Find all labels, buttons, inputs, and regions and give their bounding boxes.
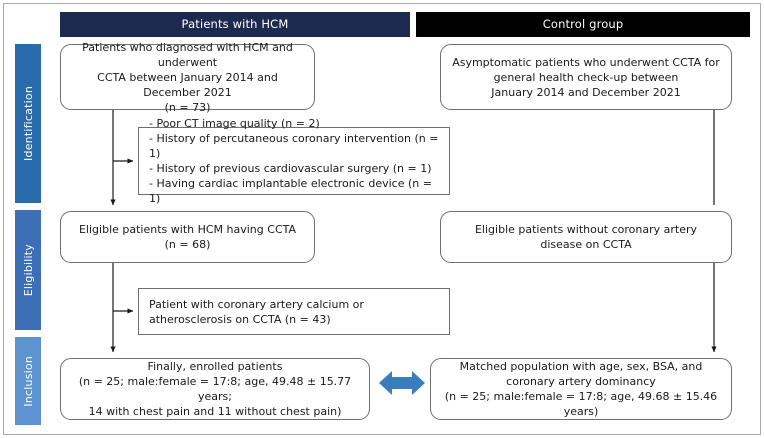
box-exclusion-criteria-2-line2: atherosclerosis on CCTA (n = 43) (149, 312, 331, 326)
box-control-final-line3: (n = 25; male:female = 17:8; age, 49.68 … (444, 390, 718, 418)
box-hcm-eligible: Eligible patients with HCM having CCTA (… (60, 211, 315, 263)
exclusion-item: - Having cardiac implantable electronic … (149, 177, 432, 205)
stage-label-identification-text: Identification (21, 86, 35, 161)
box-control-final-matched: Matched population with age, sex, BSA, a… (430, 358, 732, 420)
box-hcm-eligible-line1: Eligible patients with HCM having CCTA (78, 223, 297, 236)
exclusion-item: - History of percutaneous coronary inter… (149, 132, 439, 160)
exclusion-item: - History of previous cardiovascular sur… (149, 162, 432, 175)
box-hcm-identification-line1: Patients who diagnosed with HCM and unde… (82, 40, 293, 69)
box-hcm-identification-line3: (n = 73) (164, 100, 211, 114)
box-hcm-final-line2: (n = 25; male:female = 17:8; age, 49.48 … (78, 375, 352, 403)
box-control-identification-line3: January 2014 and December 2021 (491, 85, 681, 99)
stage-label-identification: Identification (15, 44, 41, 203)
stage-label-inclusion-text: Inclusion (21, 355, 35, 407)
box-hcm-identification: Patients who diagnosed with HCM and unde… (60, 41, 315, 114)
box-hcm-final-line3: 14 with chest pain and 11 without chest … (88, 405, 342, 418)
box-hcm-eligible-line2: (n = 68) (164, 238, 211, 251)
box-hcm-final-line1: Finally, enrolled patients (147, 360, 283, 373)
box-control-identification: Asymptomatic patients who underwent CCTA… (440, 44, 732, 110)
box-control-eligible-line2: disease on CCTA (540, 238, 632, 251)
exclusion-item: - Poor CT image quality (n = 2) (149, 117, 320, 130)
box-control-eligible: Eligible patients without coronary arter… (440, 211, 732, 263)
box-exclusion-criteria-2-line1: Patient with coronary artery calcium or (149, 297, 364, 311)
header-bar-patients-with-hcm: Patients with HCM (60, 12, 410, 37)
stage-label-eligibility-text: Eligibility (21, 243, 35, 297)
box-control-eligible-line1: Eligible patients without coronary arter… (474, 223, 698, 236)
header-bar-control-group: Control group (416, 12, 750, 37)
box-exclusion-criteria-2: Patient with coronary artery calcium or … (138, 288, 450, 335)
box-exclusion-criteria-1: - Poor CT image quality (n = 2) - Histor… (138, 117, 450, 205)
box-control-identification-line2: general health check-up between (493, 70, 679, 84)
box-control-identification-line1: Asymptomatic patients who underwent CCTA… (452, 55, 720, 69)
stage-label-eligibility: Eligibility (15, 210, 41, 330)
box-hcm-final-enrolled: Finally, enrolled patients (n = 25; male… (60, 358, 370, 420)
box-control-final-line2: coronary artery dominancy (506, 375, 656, 388)
box-hcm-identification-line2: CCTA between January 2014 and December 2… (97, 70, 278, 99)
box-control-final-line1: Matched population with age, sex, BSA, a… (459, 360, 703, 373)
comparison-double-arrow (379, 371, 425, 395)
stage-label-inclusion: Inclusion (15, 337, 41, 425)
